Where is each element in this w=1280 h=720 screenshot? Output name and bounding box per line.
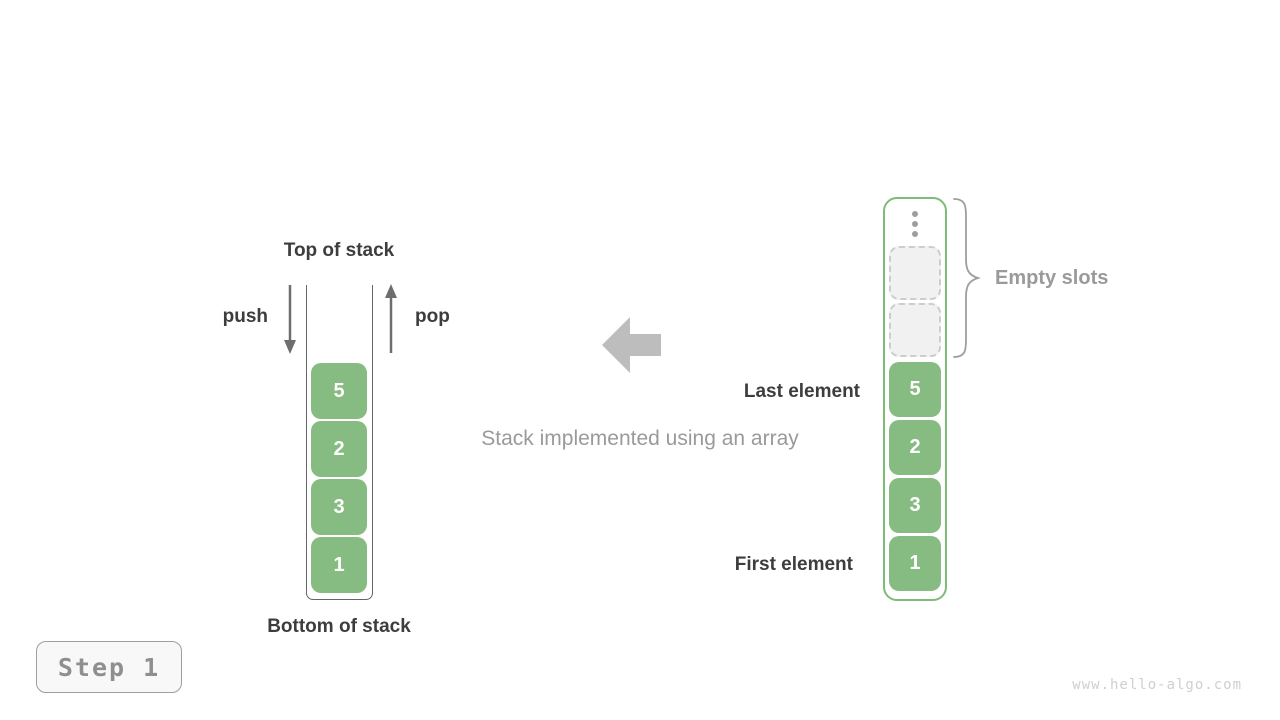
empty-slot [889, 246, 941, 300]
stack-container [306, 285, 373, 600]
stack-cell: 5 [311, 363, 367, 419]
array-cell: 5 [889, 362, 941, 417]
top-of-stack-label: Top of stack [283, 240, 395, 261]
push-down-arrow-icon [284, 285, 296, 354]
array-cell: 3 [889, 478, 941, 533]
push-label: push [222, 306, 268, 327]
center-caption: Stack implemented using an array [481, 427, 799, 450]
array-cell: 2 [889, 420, 941, 475]
last-element-label: Last element [743, 381, 860, 402]
stack-cell: 1 [311, 537, 367, 593]
step-badge: Step 1 [36, 641, 182, 693]
stack-cell: 3 [311, 479, 367, 535]
first-element-label: First element [734, 554, 853, 575]
stack-cell: 2 [311, 421, 367, 477]
pop-label: pop [415, 306, 450, 327]
curly-brace-icon [953, 198, 981, 358]
watermark-url: www.hello-algo.com [1072, 677, 1242, 693]
bottom-of-stack-label: Bottom of stack [267, 616, 411, 637]
empty-slots-label: Empty slots [995, 267, 1109, 289]
empty-slot [889, 303, 941, 357]
left-block-arrow-icon [602, 317, 661, 373]
array-cell: 1 [889, 536, 941, 591]
pop-up-arrow-icon [385, 284, 397, 353]
